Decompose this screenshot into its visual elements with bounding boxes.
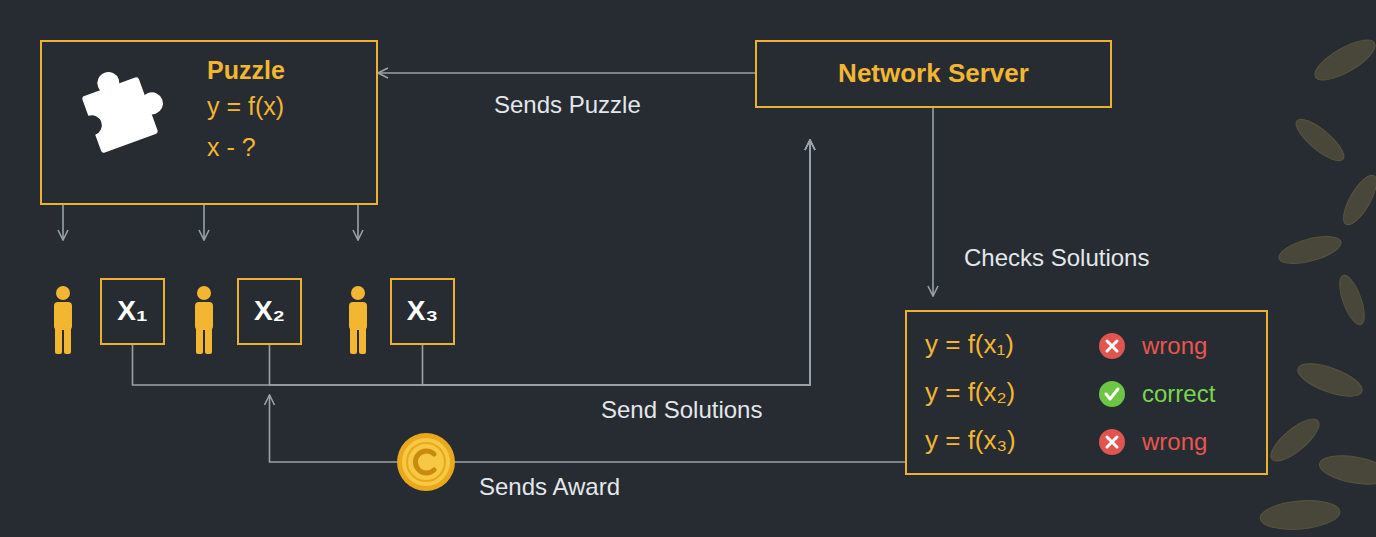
edge-label: Sends Puzzle (491, 91, 644, 119)
connector-arrow (378, 72, 755, 74)
background-coins (1259, 33, 1376, 533)
status-text: correct (1142, 380, 1215, 408)
status-text: wrong (1142, 428, 1207, 456)
puzzle-icon (67, 57, 173, 157)
connector-arrow (133, 140, 811, 385)
connector-arrow (270, 140, 811, 385)
connector-arrow (203, 205, 205, 240)
edge-label: Send Solutions (598, 396, 765, 424)
connector-arrow (270, 395, 906, 462)
edge-label: Checks Solutions (961, 244, 1152, 272)
check-box: y = f(x₁) wrong y = f(x₂) correct y = f(x₃) w… (905, 310, 1268, 475)
connector-arrow (932, 108, 934, 296)
server-title: Network Server (838, 59, 1029, 89)
check-formula: y = f(x₃) (925, 426, 1016, 456)
connector-arrow (62, 205, 64, 240)
puzzle-box: Puzzle y = f(x) x - ? (40, 40, 378, 205)
connector-layer (63, 73, 933, 462)
solution-box: X₁ (100, 278, 165, 345)
connector-arrow (357, 205, 359, 240)
connector-arrow (423, 140, 811, 385)
node-title: Puzzle (207, 56, 285, 85)
solution-label: X₃ (407, 295, 439, 327)
check-formula: y = f(x₂) (925, 378, 1015, 408)
status-text: wrong (1142, 332, 1207, 360)
question: x - ? (207, 133, 256, 162)
check-formula: y = f(x₁) (925, 330, 1014, 360)
solution-label: X₂ (254, 295, 285, 327)
server-box: Network Server (755, 40, 1112, 108)
coin-icon (397, 433, 455, 491)
formula: y = f(x) (207, 92, 284, 121)
illustration (54, 57, 1125, 491)
solution-box: X₃ (390, 278, 455, 345)
status-icons (1099, 333, 1125, 455)
solution-label: X₁ (117, 295, 147, 327)
solution-box: X₂ (237, 278, 302, 345)
edge-label: Sends Award (476, 473, 623, 501)
